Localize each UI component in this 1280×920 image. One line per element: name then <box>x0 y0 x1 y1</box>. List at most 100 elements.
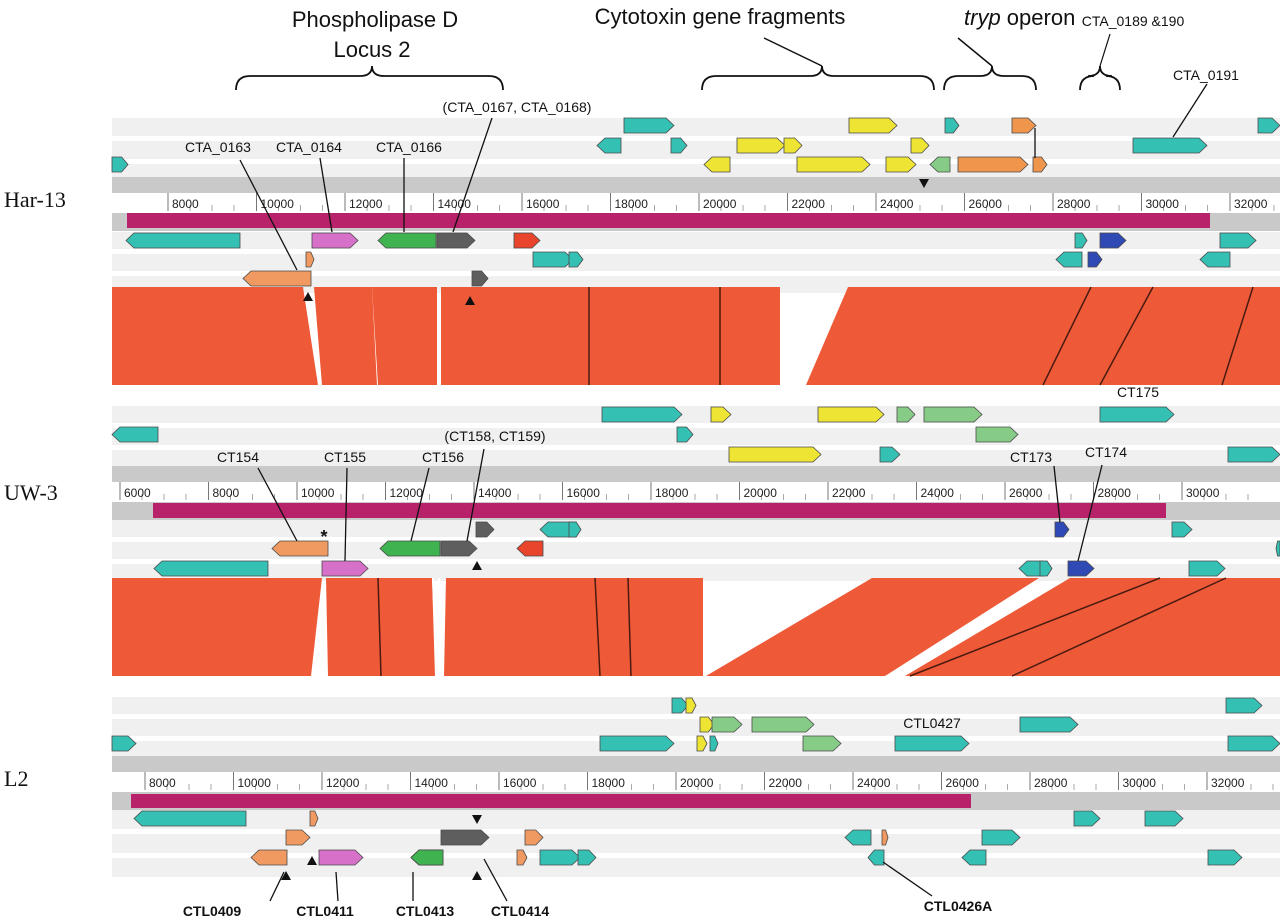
ruler-tick-label: 10000 <box>301 486 335 500</box>
header-cta0189-label: CTA_0189 &190 <box>1082 13 1185 29</box>
brace-tryp <box>943 65 1037 91</box>
gene-arrow <box>309 810 319 827</box>
ruler-tick-label: 16000 <box>526 197 560 211</box>
label-cta0164: CTA_0164 <box>276 139 342 155</box>
track-row <box>112 810 1280 829</box>
gene-arrow <box>318 849 364 866</box>
triangle-markers <box>281 179 929 880</box>
gene-arrow <box>596 137 622 154</box>
brace-pld <box>235 65 504 91</box>
brace-leader <box>763 37 823 67</box>
gene-arrow <box>568 251 584 268</box>
gene-arrow <box>671 697 689 714</box>
ruler-bar <box>112 756 1280 772</box>
synteny-band <box>905 578 1280 676</box>
ruler-tick-label: 18000 <box>592 776 626 790</box>
gene-arrow <box>1019 716 1079 733</box>
strain-label-uw3: UW-3 <box>4 480 58 505</box>
gene-arrow <box>111 426 159 443</box>
ruler-tick-label: 16000 <box>567 486 601 500</box>
header-pld-line1: Phospholipase D <box>292 7 458 32</box>
gene-arrow <box>896 406 916 423</box>
gene-arrow <box>1188 560 1226 577</box>
gene-arrow <box>944 117 960 134</box>
track-row <box>112 141 1280 159</box>
leader-line <box>410 467 430 542</box>
gene-arrow <box>250 849 288 866</box>
triangle-marker <box>919 179 929 188</box>
leader-line <box>466 448 485 542</box>
ruler-tick-label: 28000 <box>1098 486 1132 500</box>
gene-arrow <box>981 829 1021 846</box>
gene-arrow <box>885 156 917 173</box>
ruler-tick-label: 24000 <box>880 197 914 211</box>
label-ct173: CT173 <box>1010 449 1052 465</box>
gene-arrow <box>568 521 582 538</box>
magenta-bar <box>127 213 1210 228</box>
synteny-band <box>444 578 703 676</box>
gene-arrow <box>271 540 329 557</box>
synteny-band <box>441 287 780 385</box>
label-ct158-159: (CT158, CT159) <box>444 428 545 444</box>
synteny-band <box>706 578 1039 676</box>
gene-arrow <box>751 716 815 733</box>
gene-arrow <box>532 251 574 268</box>
track-row <box>112 520 1280 537</box>
ruler-tick-label: 22000 <box>832 486 866 500</box>
gene-arrow <box>676 426 694 443</box>
gene-arrow <box>929 156 951 173</box>
label-ct156: CT156 <box>422 449 464 465</box>
track-row <box>112 564 1280 581</box>
gene-arrow <box>696 735 708 752</box>
leader-line <box>483 858 508 902</box>
synteny-bands <box>112 286 1280 677</box>
gene-arrow <box>1099 232 1127 249</box>
leader-line <box>319 157 333 233</box>
track-row <box>112 254 1280 271</box>
synteny-separator <box>627 577 632 677</box>
gene-arrow <box>699 716 715 733</box>
gene-arrow <box>802 735 842 752</box>
leader-line <box>452 117 493 233</box>
gene-arrow <box>516 849 528 866</box>
gene-arrow <box>305 251 315 268</box>
gene-arrow <box>796 156 871 173</box>
label-ctl0414: CTL0414 <box>491 903 550 919</box>
gene-arrow <box>242 270 312 287</box>
gene-arrow <box>1132 137 1208 154</box>
gene-arrow <box>881 829 889 846</box>
gene-arrow <box>1073 810 1101 827</box>
ruler-tick-label: 6000 <box>124 486 151 500</box>
ruler-tick-label: 28000 <box>1057 197 1091 211</box>
gene-arrow <box>475 521 495 538</box>
ruler-tick-label: 12000 <box>326 776 360 790</box>
gene-arrow <box>1225 697 1263 714</box>
triangle-marker <box>307 856 317 865</box>
header-cytotoxin: Cytotoxin gene fragments <box>595 4 846 29</box>
ruler-tick-label: 28000 <box>1034 776 1068 790</box>
header-braces <box>235 33 1121 91</box>
ruler-tick-label: 20000 <box>703 197 737 211</box>
gene-arrow <box>513 232 541 249</box>
ruler-tick-label: 26000 <box>946 776 980 790</box>
gene-arrow <box>1067 560 1095 577</box>
ruler-tick-label: 26000 <box>969 197 1003 211</box>
synteny-gap <box>432 577 437 677</box>
gene-arrow <box>321 560 369 577</box>
ruler-tick-label: 20000 <box>744 486 778 500</box>
gene-arrow <box>1074 232 1088 249</box>
label-leader-lines <box>239 83 1208 902</box>
gene-arrow <box>957 156 1029 173</box>
gene-arrow <box>1032 156 1048 173</box>
ruler-tick-label: 22000 <box>792 197 826 211</box>
gene-arrow <box>1055 251 1083 268</box>
ruler-tick-label: 30000 <box>1146 197 1180 211</box>
header-tryp-operon: tryp operon <box>964 5 1075 30</box>
gene-arrow <box>844 829 872 846</box>
gene-arrows <box>111 117 1280 866</box>
ruler-tick-label: 18000 <box>655 486 689 500</box>
gene-arrow <box>1087 251 1103 268</box>
synteny-separator <box>594 577 601 677</box>
gene-arrow <box>961 849 987 866</box>
gene-arrow <box>1207 849 1243 866</box>
